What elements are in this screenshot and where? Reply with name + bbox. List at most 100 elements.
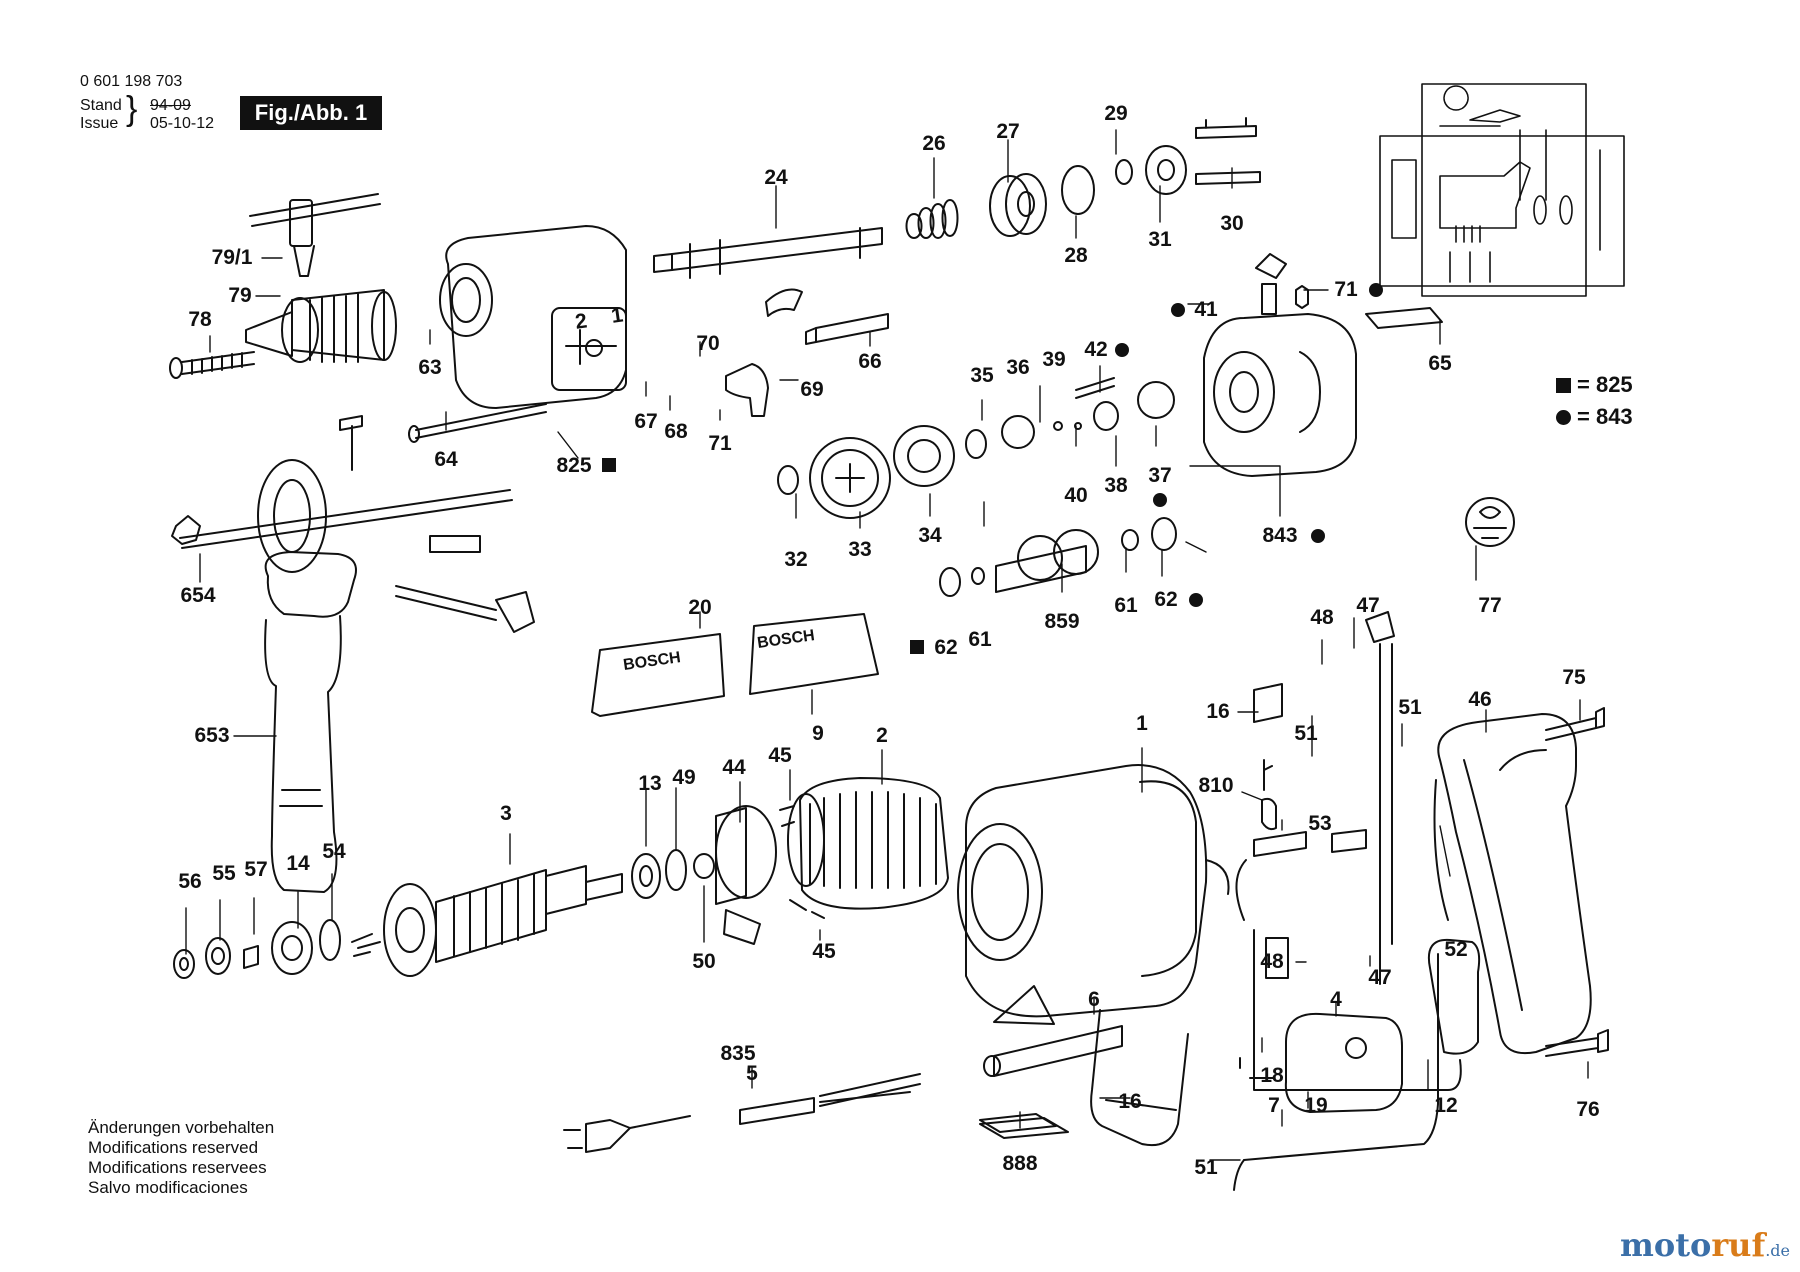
guard-symbol — [1465, 497, 1515, 547]
figure-label: Fig./Abb. 1 — [240, 96, 382, 130]
stand-date: 94-09 — [150, 97, 191, 114]
dot-marker-icon — [1369, 283, 1383, 297]
callout-28: 28 — [1064, 244, 1088, 267]
callout-47a: 47 — [1356, 594, 1379, 617]
callout-78: 78 — [188, 308, 212, 331]
notice-en: Modifications reserved — [88, 1138, 259, 1157]
part-number: 0 601 198 703 — [80, 73, 183, 90]
bearing-27 — [989, 173, 1047, 237]
square-marker-icon — [1556, 378, 1571, 393]
callout-835: 835 — [720, 1042, 755, 1065]
callout-35: 35 — [970, 364, 994, 387]
callout-48a: 48 — [1310, 606, 1334, 629]
depth-gauge-rod — [765, 288, 889, 345]
callout-26: 26 — [922, 132, 945, 155]
callout-65: 65 — [1428, 352, 1452, 375]
callout-51b: 51 — [1294, 722, 1318, 745]
callout-52: 52 — [1444, 938, 1467, 961]
callout-888: 888 — [1002, 1152, 1037, 1175]
callout-77: 77 — [1478, 594, 1501, 617]
dot-marker-icon — [1556, 410, 1571, 425]
callout-48b: 48 — [1260, 950, 1284, 973]
callout-9: 9 — [812, 722, 824, 745]
retaining-rings — [1061, 145, 1187, 215]
callout-40: 40 — [1064, 484, 1087, 507]
handle-shell — [1437, 707, 1609, 1057]
dot-marker-icon — [1153, 493, 1167, 507]
callout-76: 76 — [1576, 1098, 1599, 1121]
callout-54: 54 — [322, 840, 346, 863]
callout-34: 34 — [918, 524, 942, 547]
dot-marker-icon — [1189, 593, 1203, 607]
mains-cable — [563, 1073, 921, 1153]
locking-piece — [1255, 253, 1443, 329]
callout-6: 6 — [1088, 988, 1100, 1011]
callout-37: 37 — [1148, 464, 1171, 487]
callout-30: 30 — [1220, 212, 1243, 235]
callout-45b: 45 — [812, 940, 836, 963]
field-winding — [779, 777, 949, 919]
callout-13: 13 — [638, 772, 661, 795]
callout-75: 75 — [1562, 666, 1586, 689]
long-screw — [408, 403, 547, 443]
callout-36: 36 — [1006, 356, 1029, 379]
callout-70: 70 — [696, 332, 719, 355]
nameplate-9-brand: BOSCH — [756, 627, 816, 652]
callout-41: 41 — [1194, 298, 1218, 321]
callout-42: 42 — [1084, 338, 1107, 361]
square-marker-icon — [602, 458, 616, 472]
callout-68: 68 — [664, 420, 688, 443]
leader-lines — [185, 129, 1589, 1161]
callout-44: 44 — [722, 756, 746, 779]
callout-45a: 45 — [768, 744, 792, 767]
dot-marker-icon — [1115, 343, 1129, 357]
notice-fr: Modifications reservees — [88, 1158, 267, 1177]
callout-62b: 62 — [934, 636, 957, 659]
callout-57: 57 — [244, 858, 267, 881]
callout-79: 79 — [228, 284, 251, 307]
fan-guide — [715, 805, 777, 945]
gear-selector-2: 2 — [574, 309, 589, 333]
callout-63: 63 — [418, 356, 441, 379]
chuck-screw — [169, 351, 255, 379]
legend-square-text: = 825 — [1577, 372, 1633, 397]
gear-housing — [439, 225, 627, 409]
brackets-30 — [1195, 117, 1261, 185]
callout-654: 654 — [180, 584, 215, 607]
callout-14: 14 — [286, 852, 310, 875]
callout-51c: 51 — [1194, 1156, 1218, 1179]
callout-38: 38 — [1104, 474, 1128, 497]
intermediate-flange — [1203, 313, 1357, 477]
spring — [905, 199, 959, 239]
callout-62a: 62 — [1154, 588, 1177, 611]
callout-843: 843 — [1262, 524, 1297, 547]
gear-selector-1: 1 — [610, 303, 625, 327]
callout-49: 49 — [672, 766, 695, 789]
callout-47b: 47 — [1368, 966, 1391, 989]
dot-marker-icon — [1171, 303, 1185, 317]
callout-1: 1 — [1136, 712, 1148, 735]
callout-19: 19 — [1304, 1094, 1327, 1117]
callout-7: 7 — [1268, 1094, 1280, 1117]
callout-71b: 71 — [1334, 278, 1358, 301]
callout-4: 4 — [1330, 988, 1342, 1011]
watermark-part1: moto — [1619, 1226, 1712, 1264]
watermark-part3: .de — [1765, 1241, 1790, 1260]
callout-32: 32 — [784, 548, 807, 571]
sticker-888 — [979, 1117, 1069, 1139]
watermark-part2: ruf — [1711, 1226, 1766, 1264]
pinion-shaft — [939, 517, 1177, 597]
callout-79-1: 79/1 — [212, 246, 253, 269]
callout-51a: 51 — [1398, 696, 1422, 719]
motor-housing — [957, 764, 1230, 1146]
cord-guard — [979, 985, 1123, 1133]
callout-653: 653 — [194, 724, 229, 747]
callout-5: 5 — [746, 1062, 758, 1085]
callout-64: 64 — [434, 448, 458, 471]
motoruf-watermark[interactable]: motoruf.de — [1620, 1226, 1790, 1264]
modification-notice: Änderungen vorbehalten Modifications res… — [88, 1118, 274, 1198]
callout-24: 24 — [764, 166, 788, 189]
nameplates: BOSCH BOSCH — [591, 613, 879, 717]
gear-train — [777, 377, 1175, 519]
